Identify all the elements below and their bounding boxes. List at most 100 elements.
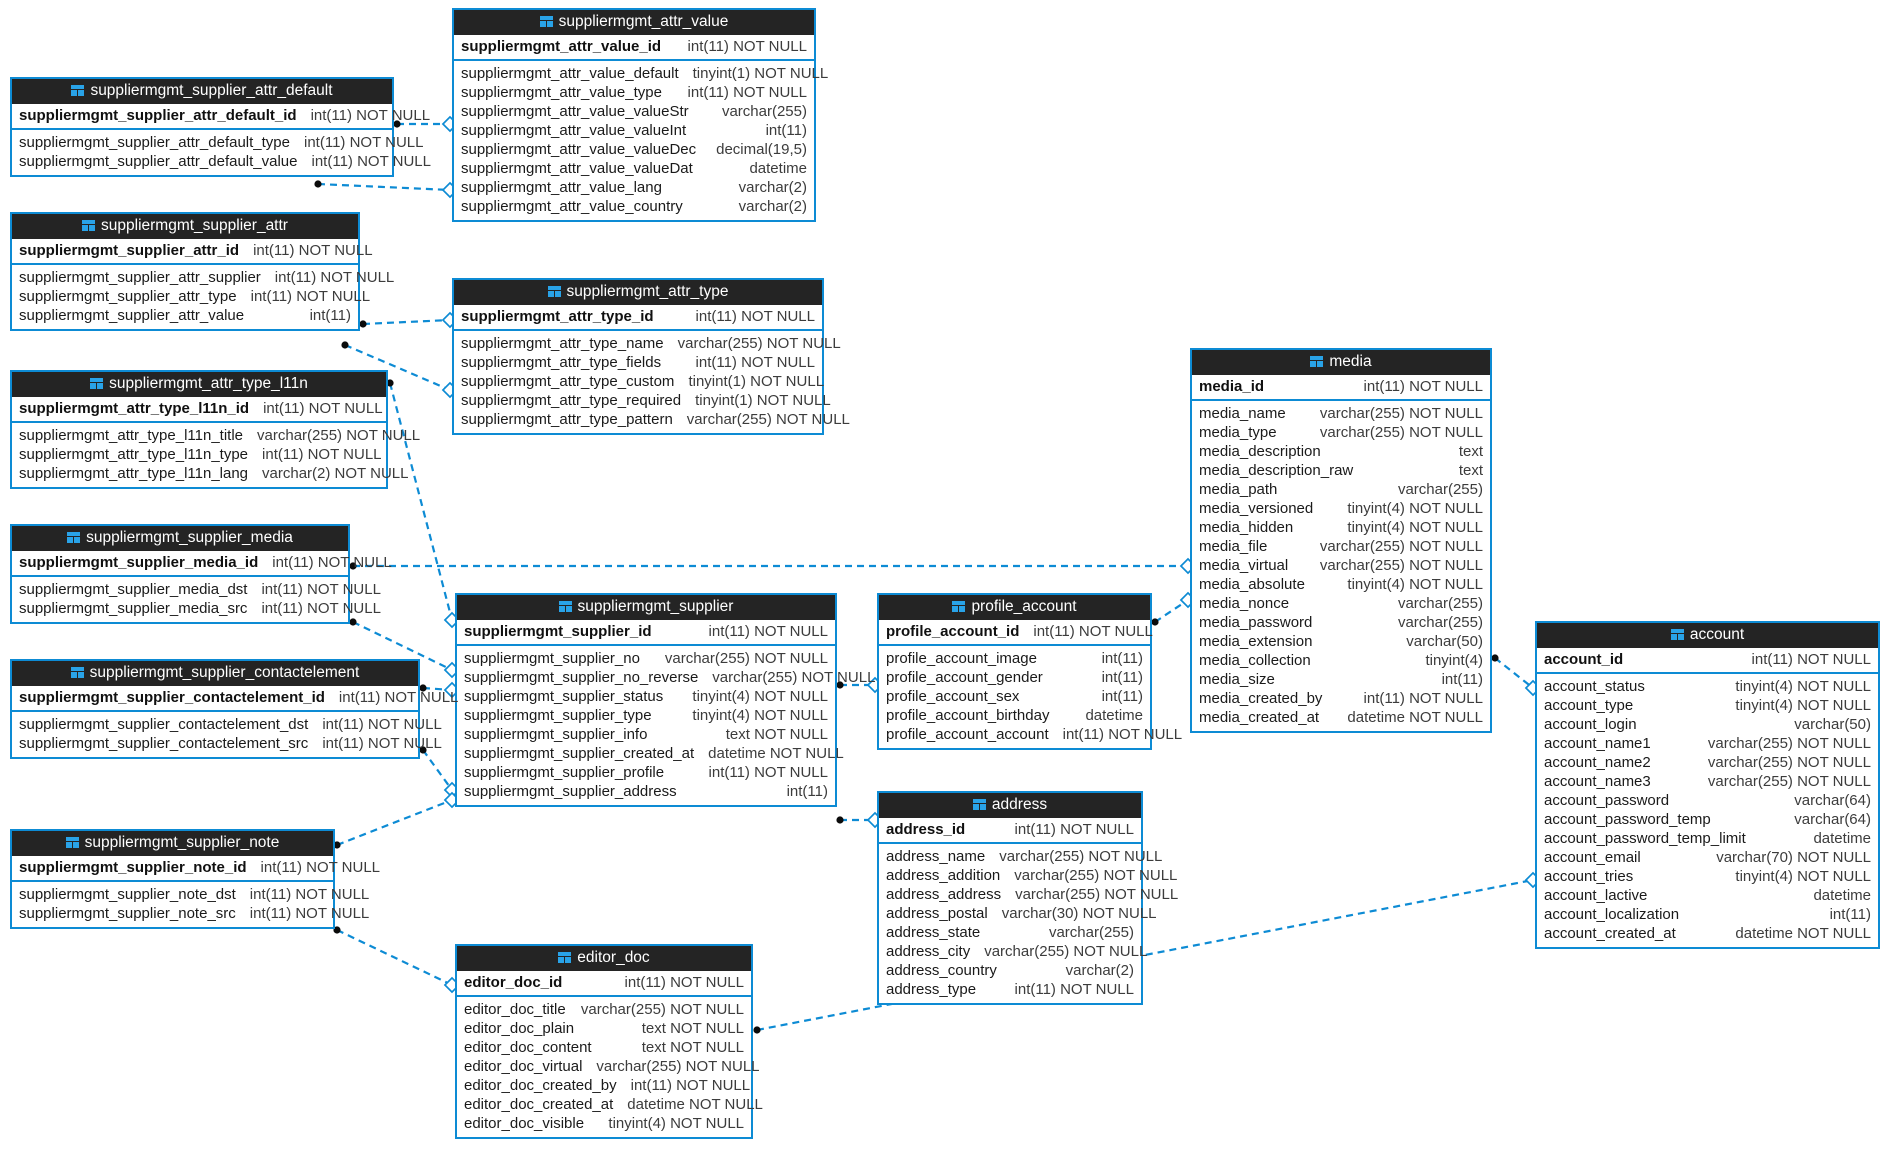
entity-header-suppliermgmt_supplier[interactable]: suppliermgmt_supplier (457, 595, 835, 620)
entity-header-account[interactable]: account (1537, 623, 1878, 648)
entity-header-suppliermgmt_supplier_note[interactable]: suppliermgmt_supplier_note (12, 831, 333, 856)
entity-header-suppliermgmt_supplier_contactelement[interactable]: suppliermgmt_supplier_contactelement (12, 661, 418, 686)
entity-header-suppliermgmt_attr_value[interactable]: suppliermgmt_attr_value (454, 10, 814, 35)
entity-header-media[interactable]: media (1192, 350, 1490, 375)
entity-suppliermgmt_supplier[interactable]: suppliermgmt_supplier suppliermgmt_suppli… (455, 593, 875, 807)
entity-header-suppliermgmt_attr_type[interactable]: suppliermgmt_attr_type (454, 280, 822, 305)
entity-header-address[interactable]: address (879, 793, 1141, 818)
column-row[interactable]: suppliermgmt_supplier_attr_default_value… (12, 152, 431, 171)
entity-header-editor_doc[interactable]: editor_doc (457, 946, 751, 971)
column-row[interactable]: suppliermgmt_supplier_contactelement_dst… (12, 715, 442, 734)
column-row[interactable]: suppliermgmt_supplier_contactelement_src… (12, 734, 442, 753)
entity-header-profile_account[interactable]: profile_account (879, 595, 1150, 620)
entity-header-suppliermgmt_supplier_attr_default[interactable]: suppliermgmt_supplier_attr_default (12, 79, 392, 104)
